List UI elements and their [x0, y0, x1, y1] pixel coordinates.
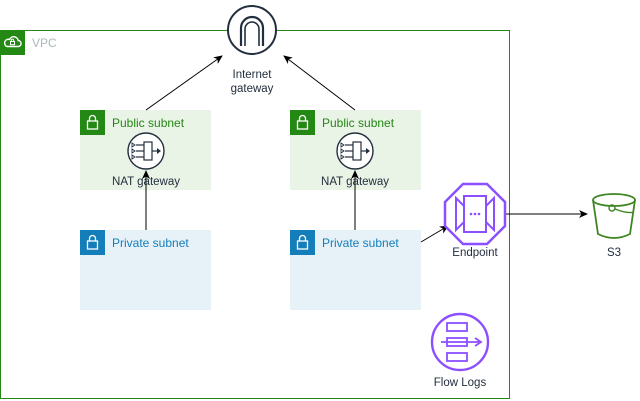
right-nat-to-igw-arrow	[283, 55, 356, 111]
vpc-label: VPC	[32, 36, 57, 50]
s3-bucket-icon	[592, 193, 636, 239]
lock-icon	[290, 230, 315, 255]
left-private-subnet: Private subnet	[80, 230, 211, 310]
right-private-subnet: Private subnet	[290, 230, 421, 310]
nat-gateway-icon	[336, 132, 374, 170]
flow-logs-label: Flow Logs	[433, 377, 487, 389]
vpc-cloud-icon	[0, 30, 25, 55]
lock-icon	[80, 230, 105, 255]
subnet-label: Private subnet	[112, 236, 189, 250]
lock-icon	[80, 110, 105, 135]
left-nat-to-igw-arrow	[145, 55, 223, 111]
subnet-label: Public subnet	[322, 116, 395, 130]
flow-logs-icon	[430, 312, 490, 372]
internet-gateway-label: Internet gateway	[222, 68, 282, 96]
internet-gateway-label-line2: gateway	[230, 83, 274, 95]
subnet-label: Public subnet	[112, 116, 185, 130]
subnet-label: Private subnet	[322, 236, 399, 250]
s3-label: S3	[606, 247, 622, 259]
internet-gateway-label-line1: Internet	[232, 69, 272, 81]
private-to-endpoint-arrow	[420, 225, 449, 243]
right-nat-gateway-label: NAT gateway	[321, 176, 389, 188]
left-nat-gateway-label: NAT gateway	[112, 176, 180, 188]
lock-icon	[290, 110, 315, 135]
nat-gateway-icon	[127, 132, 165, 170]
internet-gateway-icon	[227, 5, 277, 55]
endpoint-icon	[443, 182, 507, 246]
endpoint-label: Endpoint	[452, 247, 498, 259]
